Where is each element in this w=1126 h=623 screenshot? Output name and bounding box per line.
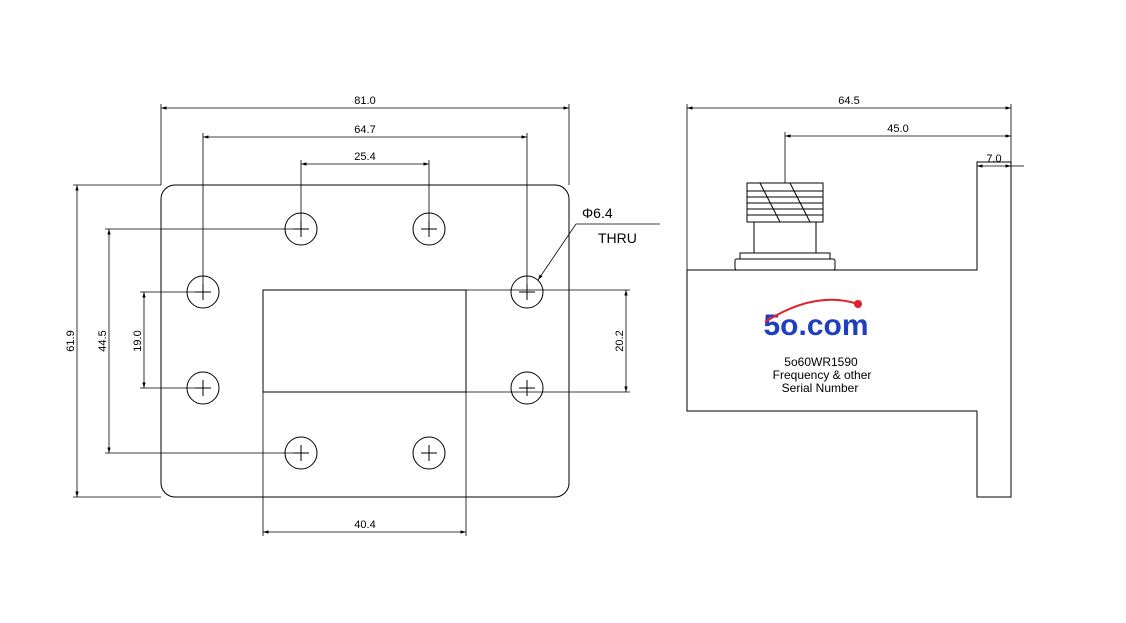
dim-width-outer-holes: 64.7 xyxy=(202,124,528,292)
side-view: 64.5 45.0 7.0 5o.com 5o60WR1590 Frequenc… xyxy=(686,95,1024,498)
hole-callout: Φ6.4 THRU xyxy=(537,205,660,281)
frequency-label: Frequency & other xyxy=(773,368,872,382)
connector xyxy=(734,132,836,271)
logo-text: 5o.com xyxy=(763,309,868,342)
serial-label: Serial Number xyxy=(782,381,859,395)
logo-swoosh xyxy=(764,298,859,323)
dim-label: 7.0 xyxy=(986,153,1001,165)
dim-flange-thickness: 7.0 xyxy=(977,153,1024,168)
mounting-hole xyxy=(510,371,544,405)
mounting-holes xyxy=(186,212,544,470)
front-view: 81.0 64.7 25.4 61.9 44.5 xyxy=(65,95,660,536)
dim-label: 61.9 xyxy=(65,330,77,351)
dim-label: 64.5 xyxy=(838,95,859,107)
dim-label: 81.0 xyxy=(354,95,375,107)
body-outline xyxy=(686,161,1012,498)
dim-label: 20.2 xyxy=(614,330,626,351)
flange-outline xyxy=(160,184,570,498)
dim-label: 40.4 xyxy=(354,519,375,531)
dim-length-total: 64.5 xyxy=(686,95,1012,270)
dim-label: 19.0 xyxy=(132,330,144,351)
dim-height-inner-holes: 19.0 xyxy=(132,291,203,389)
dim-width-inner-holes: 25.4 xyxy=(300,151,430,229)
hole-thru-label: THRU xyxy=(598,230,637,246)
hole-diameter-label: Φ6.4 xyxy=(582,205,613,221)
dim-width-total: 81.0 xyxy=(160,95,570,185)
dim-opening-height: 20.2 xyxy=(466,289,630,393)
dim-label: 25.4 xyxy=(354,151,375,163)
dim-height-outer-holes: 44.5 xyxy=(97,228,301,454)
dim-connector-offset: 45.0 xyxy=(785,123,1011,138)
model-label: 5o60WR1590 xyxy=(784,355,858,369)
logo-dot xyxy=(854,300,862,308)
dim-height-total: 61.9 xyxy=(65,184,161,498)
mounting-hole xyxy=(412,436,446,470)
dim-label: 45.0 xyxy=(887,123,908,135)
dim-label: 44.5 xyxy=(97,330,109,351)
dim-label: 64.7 xyxy=(354,124,375,136)
waveguide-opening xyxy=(262,289,467,393)
dim-opening-width: 40.4 xyxy=(262,392,467,536)
product-label: 5o.com 5o60WR1590 Frequency & other Seri… xyxy=(763,298,872,395)
